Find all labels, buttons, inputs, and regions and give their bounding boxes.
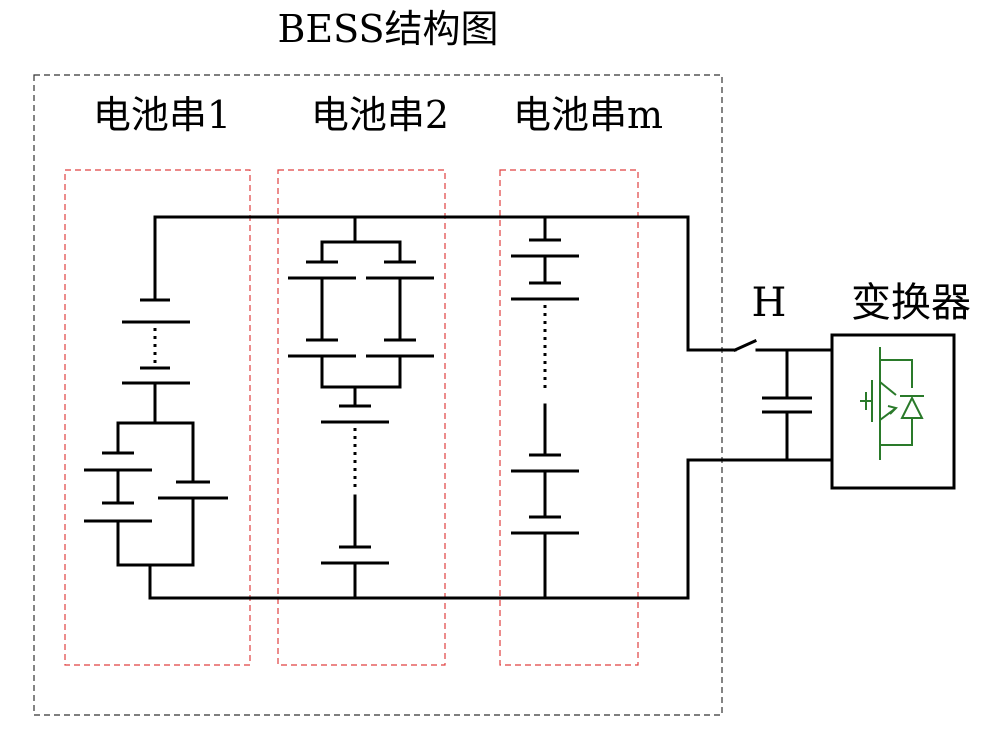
dc-link-capacitor [762, 348, 812, 462]
battery-string-2-label: 电池串2 [311, 93, 449, 137]
bess-boundary [33, 74, 723, 716]
battery-string-2 [288, 215, 434, 600]
battery-string-1-label: 电池串1 [93, 93, 231, 137]
bottom-bus [148, 458, 834, 600]
battery-string-m-label: 电池串m [513, 93, 663, 137]
battery-string-1 [84, 215, 228, 600]
battery-string-2-box [277, 169, 446, 666]
battery-string-m [511, 215, 579, 600]
igbt-diode-icon [860, 347, 924, 460]
switch-h-label: H [752, 280, 787, 326]
top-bus [153, 215, 737, 352]
diagram-title: BESS结构图 [277, 7, 498, 51]
battery-string-1-box [64, 169, 251, 666]
battery-string-m-box [499, 169, 639, 666]
switch-h [733, 339, 834, 352]
converter-label: 变换器 [851, 280, 971, 326]
